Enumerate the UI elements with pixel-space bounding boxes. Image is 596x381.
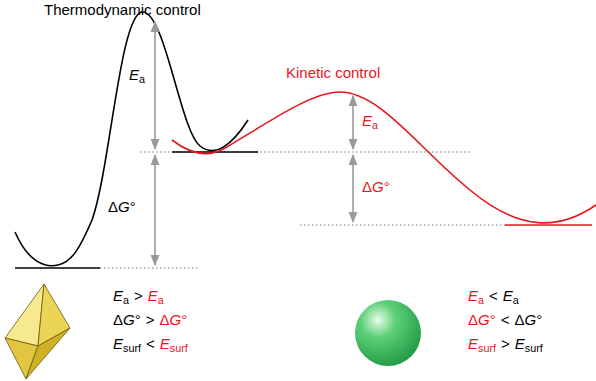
comparison-term: Ea [503,287,519,305]
energy-arrow [352,155,354,222]
comparison-term: Esurf [113,335,141,353]
energy-level [505,224,592,225]
energy-label: ΔG° [362,178,390,196]
dotted-level [140,152,472,153]
energy-curve [172,92,596,223]
energy-arrow [352,96,354,149]
octahedron-crystal [5,284,70,379]
comparison-row: ΔG°<ΔG° [468,311,542,329]
curve-title: Thermodynamic control [44,1,201,19]
energy-curve [15,12,248,266]
comparison-term: ΔG° [514,311,542,329]
dotted-level [100,268,200,269]
comparison-term: Ea [113,287,129,305]
comparison-row: Ea > Ea [113,287,164,305]
energy-level [15,267,100,268]
comparison-row: Esurf < Esurf [113,335,188,353]
dotted-level [300,225,505,226]
comparison-term: < [501,311,510,329]
energy-label: Ea [362,112,378,130]
energy-label: ΔG° [108,198,136,216]
energy-arrow [154,155,156,265]
sphere-particle [355,300,421,366]
comparison-row: Ea < Ea [468,287,519,305]
comparison-term: Ea [468,287,484,305]
comparison-term: ΔG° [159,311,187,329]
comparison-term: Esurf [160,335,188,353]
comparison-row: Esurf > Esurf [468,335,543,353]
comparison-term: Ea [148,287,164,305]
comparison-term: < [489,287,498,305]
comparison-row: ΔG°>ΔG° [113,311,187,329]
energy-label: Ea [129,66,145,84]
comparison-term: > [146,311,155,329]
comparison-term: Esurf [468,335,496,353]
comparison-term: > [501,335,510,353]
curve-title: Kinetic control [286,64,380,82]
comparison-term: > [134,287,143,305]
comparison-term: ΔG° [468,311,496,329]
comparison-term: Esurf [515,335,543,353]
energy-arrow [154,22,156,149]
comparison-term: ΔG° [113,311,141,329]
comparison-term: < [146,335,155,353]
